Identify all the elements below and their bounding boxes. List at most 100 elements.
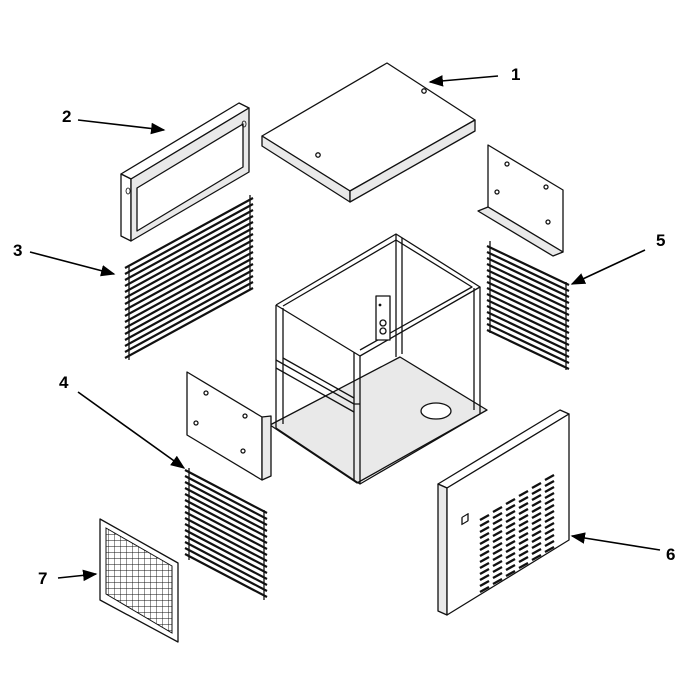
grille-bar xyxy=(486,323,570,364)
front-louvered-panel xyxy=(437,409,570,616)
louver-slot xyxy=(518,489,529,498)
grille-bar xyxy=(486,311,570,352)
louver-slot xyxy=(544,491,555,500)
louver-slot xyxy=(492,577,503,586)
grille-bar xyxy=(184,517,268,562)
grille-bar xyxy=(124,215,254,287)
louver-slot xyxy=(544,515,555,524)
louver-slot xyxy=(518,555,529,564)
callout-arrow-6 xyxy=(570,532,661,551)
grille-bar xyxy=(124,239,254,311)
louver-slot xyxy=(531,487,542,496)
grille-bar xyxy=(486,257,570,298)
grille-bar xyxy=(124,245,254,317)
grille-bar xyxy=(486,275,570,316)
louver-slot xyxy=(518,561,529,570)
grille-bar xyxy=(184,535,268,580)
grille-bar xyxy=(124,281,254,353)
grille-bar xyxy=(124,221,254,293)
louver-slot xyxy=(492,523,503,532)
louver-slot xyxy=(479,573,490,582)
louver-slot xyxy=(531,535,542,544)
louver-slot xyxy=(531,517,542,526)
grille-bar xyxy=(184,523,268,568)
right-grille xyxy=(486,241,570,370)
louver-slot xyxy=(505,527,516,536)
louver-slot xyxy=(531,505,542,514)
grille-bar xyxy=(486,251,570,292)
louver-slot xyxy=(505,515,516,524)
callout-arrow-4 xyxy=(77,391,186,469)
louver-slot xyxy=(492,559,503,568)
callout-arrow-3 xyxy=(29,251,116,277)
louver-slot xyxy=(544,485,555,494)
grille-bar xyxy=(486,269,570,310)
grille-bar xyxy=(486,263,570,304)
callout-labels: 1 2 3 4 5 6 7 xyxy=(13,65,675,588)
callout-label-6: 6 xyxy=(666,545,675,564)
louver-slot xyxy=(531,541,542,550)
callout-label-4: 4 xyxy=(59,373,69,392)
louver-slot xyxy=(479,525,490,534)
louver-slot xyxy=(479,561,490,570)
front-left-plate xyxy=(186,371,272,481)
louver-slot xyxy=(492,505,503,514)
filter-screen xyxy=(99,518,179,643)
louver-slot xyxy=(492,547,503,556)
right-side-plate xyxy=(477,144,564,257)
grille-bar xyxy=(124,209,254,281)
louver-slot xyxy=(518,531,529,540)
louver-slot xyxy=(479,519,490,528)
louver-slot xyxy=(505,557,516,566)
louver-slot xyxy=(531,511,542,520)
grille-bar xyxy=(184,475,268,520)
louver-slot xyxy=(518,501,529,510)
louver-slot xyxy=(505,551,516,560)
grille-bar xyxy=(184,553,268,598)
grille-bar xyxy=(486,293,570,334)
grille-bar xyxy=(184,493,268,538)
louver-slot xyxy=(518,495,529,504)
grille-bar xyxy=(184,481,268,526)
callout-label-1: 1 xyxy=(511,65,520,84)
louver-slot xyxy=(479,585,490,594)
louver-slot xyxy=(518,543,529,552)
front-left-grille xyxy=(184,468,268,600)
callout-arrow-2 xyxy=(77,119,166,135)
louver-slot xyxy=(505,569,516,578)
louver-slot xyxy=(492,553,503,562)
louver-slot xyxy=(505,497,516,506)
grille-bar xyxy=(184,487,268,532)
grille-bar xyxy=(184,529,268,574)
louver-slot xyxy=(492,541,503,550)
louver-slot xyxy=(544,533,555,542)
grille-bar xyxy=(124,269,254,341)
louver-slot xyxy=(479,555,490,564)
louver-slot xyxy=(505,509,516,518)
louver-slot xyxy=(505,545,516,554)
louver-slot xyxy=(492,535,503,544)
louver-slot xyxy=(531,553,542,562)
louver-slot xyxy=(531,523,542,532)
louver-slot xyxy=(518,513,529,522)
grille-bar xyxy=(486,287,570,328)
louver-slot xyxy=(518,537,529,546)
grille-bar xyxy=(184,541,268,586)
callout-label-5: 5 xyxy=(656,231,665,250)
louver-slot xyxy=(492,529,503,538)
grille-bar xyxy=(124,263,254,335)
louver-slot xyxy=(518,507,529,516)
grille-bar xyxy=(124,233,254,305)
louver-slot xyxy=(492,565,503,574)
louver-slot xyxy=(505,563,516,572)
louver-slot xyxy=(492,571,503,580)
grille-bar xyxy=(124,203,254,275)
louver-slot xyxy=(479,567,490,576)
grille-bar xyxy=(486,329,570,370)
louver-slot xyxy=(531,493,542,502)
left-grille xyxy=(124,195,254,360)
grille-bar xyxy=(486,245,570,286)
grille-bar xyxy=(184,469,268,514)
